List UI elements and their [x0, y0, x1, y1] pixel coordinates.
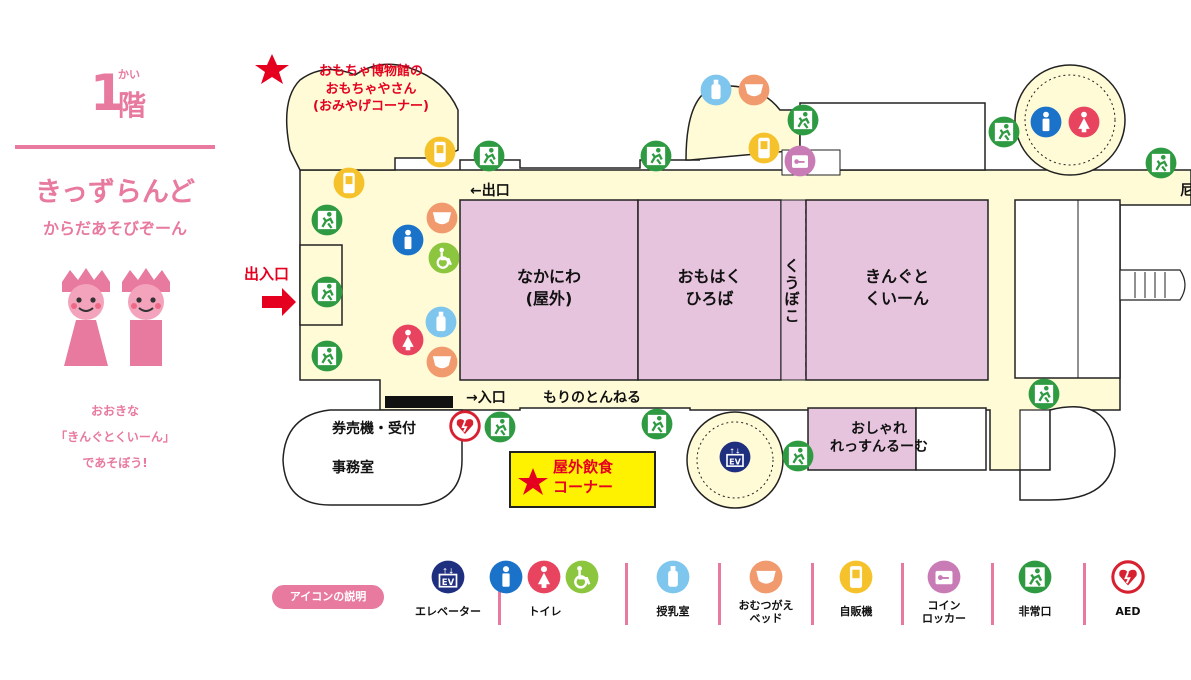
emergency-exit-icon [311, 340, 343, 376]
diaper-bed-icon [426, 346, 458, 382]
room-omohaku-label: おもはくひろば [677, 267, 742, 308]
room-kuubokko-label: くうぼこ [784, 257, 800, 325]
svg-text:EV: EV [442, 578, 455, 588]
legend-separator [811, 563, 814, 625]
room-omohaku [637, 199, 782, 381]
nursing-room-icon [700, 74, 732, 110]
nursing-room-icon [425, 306, 457, 342]
legend-nursing-room-icon [656, 560, 690, 598]
legend-aed-icon [1111, 560, 1145, 598]
legend-vending-machine-icon [839, 560, 873, 598]
wheelchair-toilet-icon [428, 242, 460, 278]
legend-toilet-icon [489, 560, 599, 594]
legend-label: コインロッカー [922, 599, 966, 625]
message-line-3: であそぼう! [82, 456, 148, 470]
legend-separator [991, 563, 994, 625]
museum-star-icon [255, 54, 289, 84]
svg-text:↑↓: ↑↓ [729, 448, 740, 456]
legend-diaper-bed-icon [749, 560, 783, 598]
room-kuubokko [780, 199, 807, 381]
exit-label: ←出口 [470, 183, 510, 199]
floor-ruby: かい [118, 68, 140, 81]
legend-separator [901, 563, 904, 625]
outdoor-food-label: 屋外飲食 コーナー [553, 458, 614, 496]
entrance-exit-label: 出入口 [244, 265, 290, 283]
entrance-label: →入口 [466, 390, 506, 406]
legend-separator [625, 563, 628, 625]
vending-machine-icon [333, 167, 365, 203]
legend-separator [498, 563, 501, 625]
emergency-exit-icon [473, 140, 505, 176]
room-nakaniwa [459, 199, 639, 381]
toilet-female-icon [1068, 106, 1100, 142]
legend-label: 授乳室 [656, 605, 690, 618]
legend-label: トイレ [528, 605, 562, 618]
tunnel-label: もりのとんねる [543, 390, 641, 406]
emergency-exit-icon [640, 140, 672, 176]
legend-label: AED [1115, 605, 1141, 618]
emergency-exit-icon [787, 104, 819, 140]
emergency-exit-icon [484, 411, 516, 447]
svg-text:EV: EV [729, 457, 741, 466]
legend-elevator-icon: ↑↓ EV [431, 560, 465, 598]
legend-label: 自販機 [839, 605, 873, 618]
message-line-2: 「きんぐとくいーん」 [55, 430, 175, 444]
ticket-label: 券売機・受付 [332, 421, 416, 437]
area-subtitle: からだあそびぞーん [42, 219, 187, 238]
office-area [282, 409, 463, 506]
floor-number: 1 [90, 64, 125, 122]
legend-label: おむつがえベッド [738, 599, 794, 625]
emergency-exit-icon [641, 408, 673, 444]
emergency-exit-icon [1145, 147, 1177, 183]
emergency-exit-icon [311, 276, 343, 312]
room-nakaniwa-label: なかにわ(屋外) [516, 267, 581, 308]
legend-label: 非常口 [1018, 605, 1052, 618]
area-title: きっずらんど [34, 177, 196, 208]
title-divider [15, 145, 215, 149]
vending-machine-icon [748, 132, 780, 168]
diaper-bed-icon [738, 74, 770, 110]
star-icon [518, 468, 548, 495]
legend-title: アイコンの説明 [272, 585, 384, 609]
partial-right-label: 尼 [1180, 183, 1191, 199]
legend-separator [718, 563, 721, 625]
diaper-bed-icon [426, 202, 458, 238]
museum-shop-label: おもちゃ博物館の おもちゃやさん (おみやげコーナー) [313, 64, 429, 115]
emergency-exit-icon [988, 116, 1020, 152]
legend-coin-locker-icon [927, 560, 961, 598]
office-label: 事務室 [332, 460, 374, 476]
museum-shop-area [285, 63, 459, 171]
emergency-exit-icon [782, 440, 814, 476]
toilet-male-icon [392, 224, 424, 260]
legend-label: エレベーター [415, 605, 481, 618]
room-king-queen [805, 199, 989, 381]
floor-kanji: 階 [118, 89, 147, 122]
king-queen-illustration [62, 268, 170, 366]
vending-machine-icon [424, 136, 456, 172]
aed-icon [449, 410, 481, 446]
room-lesson-label: おしゃれれっすんるーむ [830, 421, 928, 456]
legend-emergency-exit-icon [1018, 560, 1052, 598]
room-king-queen-label: きんぐとくいーん [864, 267, 929, 308]
svg-text:↑↓: ↑↓ [442, 566, 454, 575]
legend-separator [1083, 563, 1086, 625]
toilet-female-icon [392, 324, 424, 360]
emergency-exit-icon [1028, 378, 1060, 414]
elevator-icon: ↑↓EV [719, 441, 751, 477]
coin-locker-icon [784, 145, 816, 181]
toilet-male-icon [1030, 106, 1062, 142]
message-line-1: おおきな [90, 404, 139, 418]
emergency-exit-icon [311, 204, 343, 240]
